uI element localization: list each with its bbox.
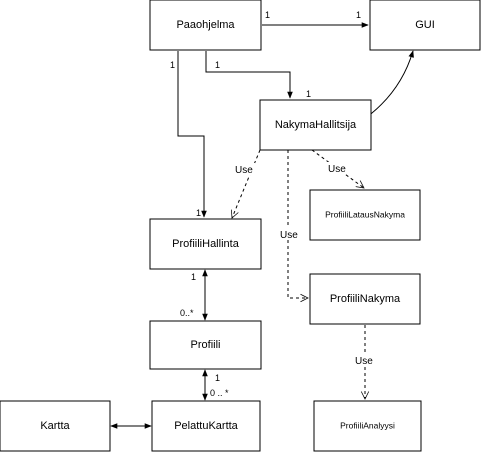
edge-use-profiilinakyma-analyysi: Use <box>353 325 377 399</box>
class-label-profiili: Profiili <box>191 339 221 351</box>
edge-use-nakymahallitsija-profiilinakyma: Use <box>278 150 308 298</box>
class-box-profiili[interactable]: Profiili <box>149 320 262 370</box>
mult-profiilihallinta-profiili-source: 1 <box>191 272 196 282</box>
class-box-profiilianalyysi[interactable]: ProfiiliAnalyysi <box>313 400 422 452</box>
class-box-profiililatausnakyma[interactable]: ProfiiliLatausNakyma <box>309 189 421 241</box>
class-label-paaohjelma: Paaohjelma <box>176 19 235 31</box>
edge-profiilihallinta-profiili: 1 0..* <box>180 269 208 321</box>
class-box-profiilinakyma[interactable]: ProfiiliNakyma <box>309 273 421 325</box>
class-box-profiilihallinta[interactable]: ProfiiliHallinta <box>149 218 262 270</box>
edge-paaohjelma-profiilihallinta: 1 1 <box>170 51 207 218</box>
use-label-analyysi: Use <box>355 356 373 367</box>
class-label-gui: GUI <box>415 19 435 31</box>
use-label-profiilihallinta: Use <box>235 165 253 176</box>
class-label-profiilihallinta: ProfiiliHallinta <box>172 238 240 250</box>
mult-paaohjelma-gui-target: 1 <box>356 10 361 20</box>
edge-paaohjelma-gui: 1 1 <box>262 10 369 28</box>
edge-use-nakymahallitsija-profiilihallinta: Use <box>232 149 261 218</box>
mult-paaohjelma-profiilihallinta-target: 1 <box>196 208 201 218</box>
use-label-lataus: Use <box>328 164 346 175</box>
mult-profiili-pelattukartta-source: 1 <box>215 373 220 383</box>
class-label-kartta: Kartta <box>40 420 70 432</box>
edge-use-nakymahallitsija-lataus: Use <box>311 149 364 188</box>
class-label-nakymahallitsija: NakymaHallitsija <box>275 119 357 131</box>
class-box-nakymahallitsija[interactable]: NakymaHallitsija <box>259 99 372 151</box>
class-box-pelattukartta[interactable]: PelattuKartta <box>151 400 261 452</box>
mult-profiili-pelattukartta-target: 0 .. * <box>210 388 229 398</box>
mult-profiilihallinta-profiili-target: 0..* <box>180 308 194 318</box>
edge-profiili-pelattukartta: 1 0 .. * <box>202 369 229 401</box>
class-label-pelattukartta: PelattuKartta <box>174 420 238 432</box>
mult-paaohjelma-nakymahallitsija-source: 1 <box>215 60 220 70</box>
use-label-profiilinakyma: Use <box>280 230 298 241</box>
class-box-kartta[interactable]: Kartta <box>0 400 111 452</box>
edge-paaohjelma-nakymahallitsija: 1 1 <box>205 51 311 99</box>
class-label-profiilianalyysi: ProfiiliAnalyysi <box>340 420 395 430</box>
class-label-profiilinakyma: ProfiiliNakyma <box>330 293 401 305</box>
class-label-profiililatausnakyma: ProfiiliLatausNakyma <box>325 209 405 219</box>
class-box-gui[interactable]: GUI <box>369 0 481 51</box>
class-box-paaohjelma[interactable]: Paaohjelma <box>149 0 262 51</box>
mult-paaohjelma-profiilihallinta-source: 1 <box>170 60 175 70</box>
mult-paaohjelma-gui-source: 1 <box>265 10 270 20</box>
mult-paaohjelma-nakymahallitsija-target: 1 <box>306 89 311 99</box>
